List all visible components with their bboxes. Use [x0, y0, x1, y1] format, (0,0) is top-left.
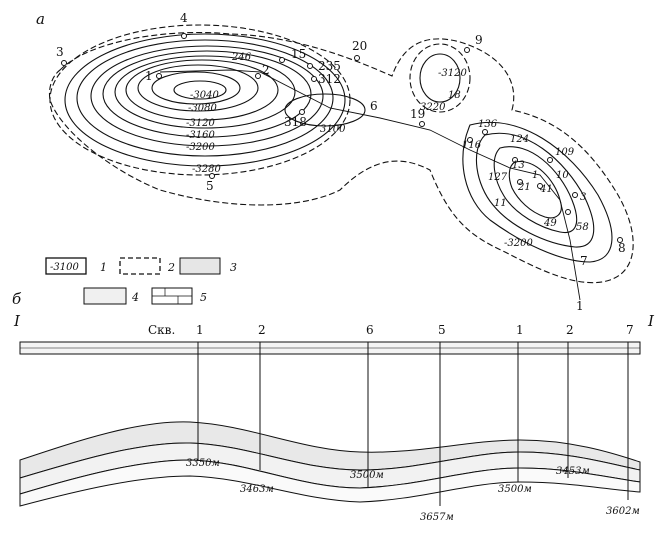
section-well-prefix: Скв. — [148, 323, 175, 337]
legend-num: 5 — [200, 291, 207, 304]
map-well-label: 116 — [462, 140, 482, 151]
contour-label: -3040 — [190, 90, 219, 101]
map-well-label: 49 — [543, 218, 557, 229]
contour-e4 — [508, 161, 562, 219]
section-depth: 3500м — [498, 484, 532, 495]
map-well-label: 2 — [262, 63, 270, 77]
legend: -3100 1 2 3 4 5 — [45, 257, 237, 305]
contour-w5 — [102, 50, 312, 138]
legend-num: 3 — [230, 261, 237, 274]
contour-label: -3200 — [186, 142, 215, 153]
map-well-label: 19 — [410, 107, 425, 121]
map-well-label: 21 — [517, 182, 531, 193]
section-end-left: I — [13, 312, 21, 330]
map-well-label: 20 — [352, 39, 367, 53]
section-depth: 3350м — [186, 458, 220, 469]
legend-item-1: -3100 1 — [45, 257, 107, 275]
contour-e1 — [462, 121, 613, 263]
section-well-label: 2 — [258, 323, 266, 337]
section-well-label: 7 — [626, 323, 634, 337]
contour-w9 — [151, 71, 241, 105]
contour-w1 — [49, 24, 351, 176]
map-well-label: 124 — [510, 134, 529, 145]
legend-item-5: 5 — [151, 287, 207, 305]
contour-label: 3100 — [320, 124, 346, 135]
contour-ne2 — [419, 53, 461, 103]
map-well-label: 312 — [318, 72, 341, 86]
legend-item-4: 4 — [83, 287, 139, 305]
contour-label: -3120 — [438, 68, 467, 79]
map-well-label: 318 — [284, 115, 307, 129]
section-well-label: 5 — [438, 323, 446, 337]
section-depth: 3657м — [420, 512, 454, 523]
legend-item-2: 2 — [119, 257, 175, 275]
contour-label: -3160 — [186, 130, 215, 141]
contour-w10 — [173, 80, 227, 100]
map-well-label: 5 — [206, 179, 214, 193]
map-well-label: 235 — [318, 59, 341, 73]
cross-section — [19, 341, 641, 507]
section-well-label: 1 — [516, 323, 524, 337]
map-well-label: 9 — [475, 33, 483, 47]
panel-label-a: а — [36, 10, 45, 28]
section-well-label: 6 — [366, 323, 374, 337]
contour-w3 — [76, 39, 334, 157]
contour-small-318 — [284, 93, 366, 127]
contour-label: -3120 — [186, 118, 215, 129]
map-well-label: 127 — [488, 172, 508, 183]
map-wells — [61, 33, 623, 243]
section-depth: 3500м — [350, 470, 384, 481]
panel-label-b: б — [12, 290, 22, 308]
section-depth: 3463м — [240, 484, 274, 495]
legend-item-3: 3 — [179, 257, 237, 275]
map-well-label: 7 — [580, 254, 588, 268]
map-well-label: 58 — [576, 222, 589, 233]
contour-label: -3280 — [192, 164, 221, 175]
outer-boundary — [48, 31, 634, 284]
section-depth: 3453м — [556, 466, 590, 477]
map-well-label: 4 — [180, 11, 188, 25]
legend-num: 2 — [167, 261, 175, 274]
section-depth: 3602м — [606, 506, 640, 517]
limestone-layer — [19, 459, 641, 507]
map-well-label: 3 — [56, 45, 64, 59]
map-well-label: 11 — [494, 198, 507, 209]
map-well-label: 109 — [555, 147, 575, 158]
section-well-label: 1 — [196, 323, 204, 337]
map-well-label: 1 — [145, 69, 153, 83]
section-end-right: I — [647, 312, 655, 330]
contour-label: 3220 — [420, 102, 446, 113]
map-well-label: 41 — [539, 184, 553, 195]
map-well-label: 136 — [478, 119, 498, 130]
legend-num: 1 — [100, 261, 107, 274]
contour-w7 — [125, 59, 279, 121]
map-well-label: 13 — [512, 160, 525, 171]
map-well-label: 246 — [231, 52, 252, 63]
contour-label: -3200 — [504, 238, 533, 249]
map-well-label: 15 — [291, 47, 306, 61]
contour-w4 — [90, 45, 324, 147]
contour-label: -3080 — [188, 103, 217, 114]
contour-e3 — [493, 146, 578, 234]
legend-num: 4 — [131, 291, 139, 304]
contour-ne1 — [409, 43, 471, 113]
map-well-label: 10 — [556, 170, 569, 181]
contour-e2 — [475, 132, 595, 248]
section-well-label: 2 — [566, 323, 574, 337]
contour-label: 18 — [448, 90, 461, 101]
contour-w6 — [114, 55, 296, 129]
legend-symbol: -3100 — [50, 262, 79, 273]
contour-w8 — [137, 64, 259, 112]
profile-line — [159, 69, 581, 301]
contour-w2 — [64, 33, 346, 167]
contour-map — [48, 24, 634, 301]
map-well-label: 6 — [370, 99, 378, 113]
map-well-label: 3 — [580, 192, 586, 203]
map-well-label: 1 — [532, 170, 538, 181]
map-well-label: 1 — [576, 299, 584, 313]
section-well-lines — [197, 342, 629, 506]
map-well-label: 8 — [618, 241, 626, 255]
